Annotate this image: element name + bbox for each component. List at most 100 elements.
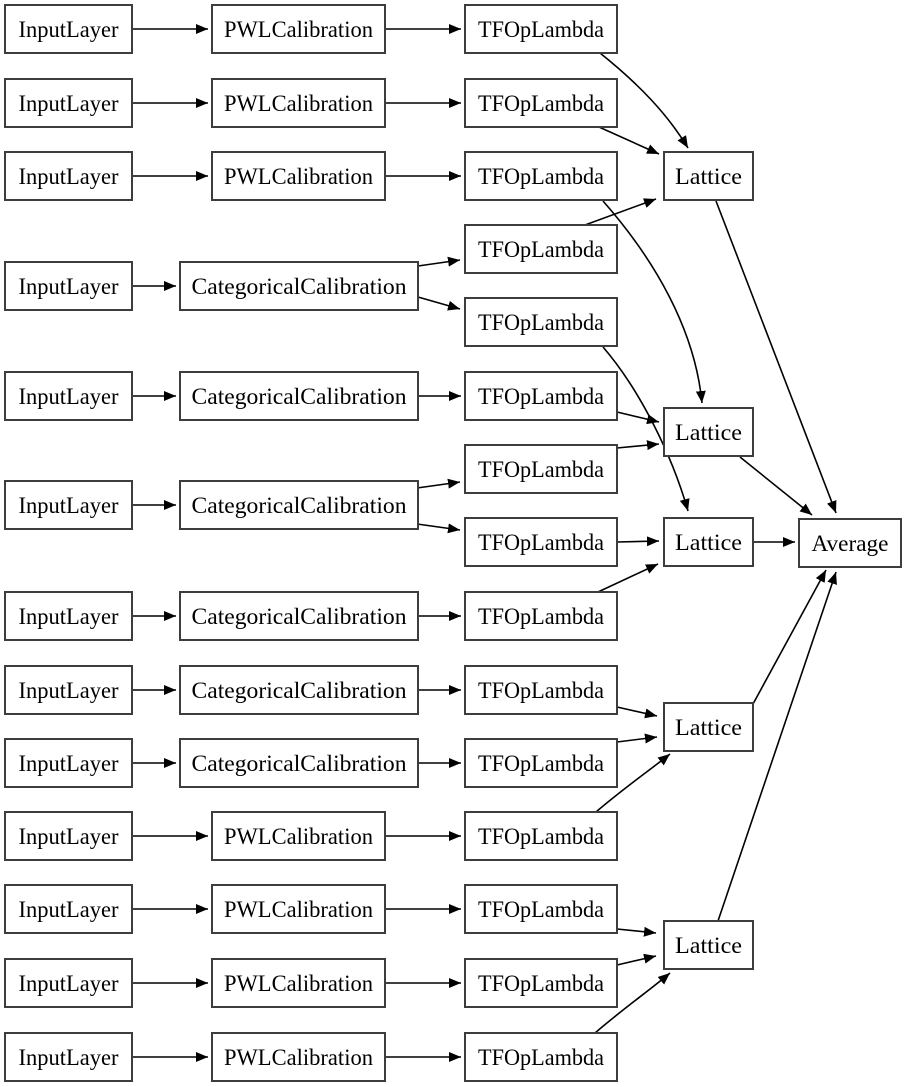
- node-box: [464, 738, 618, 788]
- node-box: [464, 151, 618, 201]
- edge-tf-op-lambda-6-lattice-2: [616, 411, 660, 425]
- node-pwl-calibration-1: PWLCalibration: [211, 4, 386, 54]
- edge-tf-op-lambda-1-lattice-1: [599, 52, 689, 149]
- node-label: Lattice: [675, 164, 742, 189]
- edge-tf-op-lambda-14-lattice-5: [616, 953, 657, 966]
- node-box: [464, 884, 618, 934]
- edge-tf-op-lambda-7-lattice-2: [616, 440, 660, 451]
- node-box: [4, 261, 133, 311]
- node-tf-op-lambda-9: TFOpLambda: [464, 591, 618, 641]
- node-label: Average: [812, 531, 889, 556]
- node-pwl-calibration-4: PWLCalibration: [211, 811, 386, 861]
- node-input-layer-10: InputLayer: [4, 811, 133, 861]
- node-label: TFOpLambda: [478, 897, 604, 922]
- node-label: PWLCalibration: [224, 897, 373, 922]
- node-box: [663, 920, 754, 970]
- node-box: [663, 151, 754, 201]
- node-label: TFOpLambda: [478, 457, 604, 482]
- edge-categorical-calibration-3-tf-op-lambda-7: [416, 478, 461, 489]
- node-input-layer-9: InputLayer: [4, 738, 133, 788]
- node-label: TFOpLambda: [478, 164, 604, 189]
- node-box: [464, 958, 618, 1008]
- node-categorical-calibration-1: CategoricalCalibration: [179, 261, 419, 311]
- node-input-layer-13: InputLayer: [4, 1032, 133, 1082]
- node-box: [211, 78, 386, 128]
- node-label: InputLayer: [19, 17, 119, 42]
- node-box: [4, 480, 133, 530]
- node-input-layer-6: InputLayer: [4, 480, 133, 530]
- edge-tf-op-lambda-5-lattice-3: [602, 346, 690, 512]
- node-label: PWLCalibration: [224, 164, 373, 189]
- node-box: [464, 591, 618, 641]
- node-label: InputLayer: [19, 751, 119, 776]
- node-lattice-4: Lattice: [663, 702, 754, 752]
- node-label: TFOpLambda: [478, 678, 604, 703]
- node-box: [179, 591, 419, 641]
- node-box: [663, 407, 754, 457]
- node-box: [4, 591, 133, 641]
- node-label: PWLCalibration: [224, 824, 373, 849]
- node-tf-op-lambda-6: TFOpLambda: [464, 371, 618, 421]
- node-input-layer-8: InputLayer: [4, 665, 133, 715]
- node-label: TFOpLambda: [478, 604, 604, 629]
- edge-tf-op-lambda-8-lattice-3: [616, 536, 660, 547]
- edge-tf-op-lambda-15-lattice-5: [594, 972, 671, 1034]
- node-pwl-calibration-2: PWLCalibration: [211, 78, 386, 128]
- node-label: InputLayer: [19, 604, 119, 629]
- node-categorical-calibration-3: CategoricalCalibration: [179, 480, 419, 530]
- node-tf-op-lambda-12: TFOpLambda: [464, 811, 618, 861]
- edge-lattice-2-average: [739, 456, 813, 516]
- node-box: [211, 958, 386, 1008]
- node-label: TFOpLambda: [478, 17, 604, 42]
- node-box: [179, 480, 419, 530]
- node-box: [211, 811, 386, 861]
- node-lattice-2: Lattice: [663, 407, 754, 457]
- node-box: [211, 884, 386, 934]
- node-label: TFOpLambda: [478, 384, 604, 409]
- node-box: [179, 738, 419, 788]
- node-categorical-calibration-2: CategoricalCalibration: [179, 371, 419, 421]
- node-input-layer-2: InputLayer: [4, 78, 133, 128]
- edge-categorical-calibration-3-tf-op-lambda-8: [416, 523, 461, 534]
- node-label: PWLCalibration: [224, 971, 373, 996]
- edge-layer: [132, 24, 837, 1062]
- edge-categorical-calibration-1-tf-op-lambda-4: [417, 256, 461, 267]
- node-label: InputLayer: [19, 678, 119, 703]
- edge-categorical-calibration-1-tf-op-lambda-5: [417, 296, 461, 311]
- node-tf-op-lambda-11: TFOpLambda: [464, 738, 618, 788]
- node-tf-op-lambda-4: TFOpLambda: [464, 224, 618, 274]
- node-label: InputLayer: [19, 897, 119, 922]
- node-box: [798, 518, 902, 568]
- edge-lattice-5-average: [717, 571, 837, 922]
- node-input-layer-11: InputLayer: [4, 884, 133, 934]
- node-pwl-calibration-7: PWLCalibration: [211, 1032, 386, 1082]
- node-box: [4, 371, 133, 421]
- node-tf-op-lambda-2: TFOpLambda: [464, 78, 618, 128]
- edge-tf-op-lambda-2-lattice-1: [598, 126, 660, 155]
- node-tf-op-lambda-13: TFOpLambda: [464, 884, 618, 934]
- node-box: [663, 702, 754, 752]
- node-input-layer-5: InputLayer: [4, 371, 133, 421]
- node-box: [464, 224, 618, 274]
- node-box: [4, 958, 133, 1008]
- node-box: [211, 151, 386, 201]
- node-label: PWLCalibration: [224, 1045, 373, 1070]
- node-label: TFOpLambda: [478, 91, 604, 116]
- node-label: TFOpLambda: [478, 824, 604, 849]
- node-box: [464, 297, 618, 347]
- node-box: [211, 4, 386, 54]
- node-label: InputLayer: [19, 384, 119, 409]
- edge-tf-op-lambda-3-lattice-2: [602, 200, 706, 404]
- node-lattice-1: Lattice: [663, 151, 754, 201]
- node-box: [4, 151, 133, 201]
- node-input-layer-3: InputLayer: [4, 151, 133, 201]
- node-tf-op-lambda-3: TFOpLambda: [464, 151, 618, 201]
- node-tf-op-lambda-10: TFOpLambda: [464, 665, 618, 715]
- node-box: [464, 78, 618, 128]
- node-box: [4, 665, 133, 715]
- node-tf-op-lambda-5: TFOpLambda: [464, 297, 618, 347]
- edge-tf-op-lambda-11-lattice-4: [616, 733, 658, 744]
- node-box: [464, 1032, 618, 1082]
- node-label: TFOpLambda: [478, 310, 604, 335]
